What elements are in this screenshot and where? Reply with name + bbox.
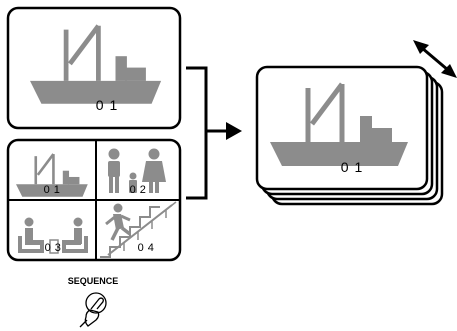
quad-cell-2: 0 2 bbox=[108, 148, 166, 196]
quad-view-panel: 0 1 0 2 bbox=[6, 138, 182, 262]
full-view-panel: 0 1 bbox=[6, 6, 182, 130]
output-channel-label: 0 1 bbox=[341, 159, 363, 175]
quad-cell-1: 0 1 bbox=[14, 152, 90, 199]
quad-cell-3: 0 3 bbox=[18, 217, 88, 254]
output-stack: 0 1 bbox=[255, 65, 444, 206]
hand-press-icon bbox=[79, 292, 107, 328]
seated-people-icon bbox=[18, 217, 88, 254]
quad-cell-4: 0 4 bbox=[100, 201, 177, 258]
full-view-channel-label: 0 1 bbox=[96, 97, 118, 113]
sequence-button-label: SEQUENCE bbox=[68, 276, 119, 286]
family-icon bbox=[108, 148, 166, 193]
right-arrow-icon bbox=[226, 122, 242, 140]
merge-bracket bbox=[186, 66, 228, 200]
quad-cell-4-label: 0 4 bbox=[138, 242, 155, 254]
quad-cell-3-label: 0 3 bbox=[45, 242, 62, 254]
double-arrow-icon bbox=[413, 40, 457, 78]
sequence-button[interactable]: SEQUENCE bbox=[68, 276, 119, 328]
quad-cell-1-label: 0 1 bbox=[44, 184, 61, 196]
quad-cell-2-label: 0 2 bbox=[130, 184, 147, 196]
person-running-stairs-icon bbox=[100, 201, 177, 258]
